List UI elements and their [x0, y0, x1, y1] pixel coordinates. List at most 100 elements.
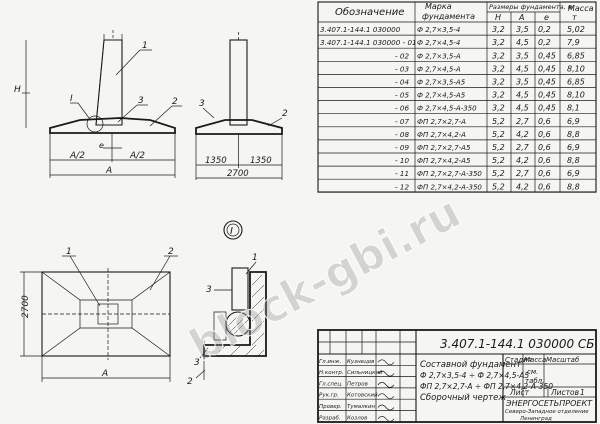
detail-circle-marker [86, 115, 104, 133]
staff-role: Провер. [319, 404, 342, 410]
dim-half-left: 1350 [205, 156, 227, 166]
cell-h: 3,2 [492, 104, 505, 113]
specification-table: Обозначение Марка фундамента Размеры фун… [317, 1, 597, 193]
cell-h: 5,2 [492, 130, 505, 139]
watermark-text: block-gbi.ru [182, 187, 469, 372]
header-h: Н [495, 13, 501, 22]
cell-designation: - 11 [395, 169, 409, 178]
staff-role: Гл.спец. [319, 381, 343, 387]
col-mass: Масса [524, 356, 546, 364]
dim-a-plan: А [101, 369, 108, 379]
staff-row: Гл.инж.Кузнецов [319, 359, 395, 366]
cell-mass: 8,10 [567, 91, 585, 100]
signature-mark [377, 359, 395, 366]
cell-mass: 6,85 [567, 51, 585, 60]
org-city: Ленинград [519, 416, 552, 422]
cell-mass: 6,85 [567, 78, 585, 87]
cell-e: 0,6 [538, 169, 551, 178]
cell-h: 3,2 [492, 38, 505, 47]
header-mass-unit: т [572, 13, 577, 22]
cell-mark: Ф 2,7×3,5-4 [417, 26, 460, 34]
cell-a: 4,5 [516, 38, 529, 47]
dim-half-right: 1350 [250, 156, 272, 166]
header-dimensions: Размеры фундамента, м [489, 3, 573, 11]
cell-mark: ФП 2,7×4,2-А5 [417, 157, 471, 165]
cell-e: 0,45 [538, 78, 556, 87]
callout-3-side: 3 [138, 96, 144, 106]
header-e: е [544, 13, 549, 22]
cell-h: 3,2 [492, 25, 505, 34]
cell-e: 0,45 [538, 51, 556, 60]
cell-designation: - 08 [395, 130, 409, 139]
dim-plan-height: 2700 [21, 295, 31, 318]
detail-column [231, 267, 249, 311]
cell-mark: Ф 2,7×4,5-А [417, 65, 461, 73]
cell-h: 3,2 [492, 78, 505, 87]
dim-a-side: А [105, 166, 112, 176]
mass-see: см. [527, 368, 538, 376]
cell-a: 4,2 [516, 182, 529, 191]
callout-3-end: 3 [199, 99, 205, 109]
staff-row: Провер.Тумалкин [319, 404, 395, 411]
cell-mass: 5,02 [567, 25, 585, 34]
staff-role: Рук.гр. [319, 393, 339, 399]
cell-mark: Ф 2,7×4,5-4 [417, 39, 460, 47]
staff-name: Козлов [347, 415, 367, 421]
mass-table: табл. [525, 377, 544, 385]
cell-designation: - 07 [395, 117, 409, 126]
callout-2-detail: 2 [187, 377, 193, 387]
staff-name: Котовский [347, 393, 378, 399]
title-block: Гл.инж.КузнецовН.контр.СильницкийГл.спец… [317, 329, 597, 423]
cell-mass: 6,9 [567, 117, 580, 126]
staff-row: Н.контр.Сильницкий [319, 370, 395, 377]
staff-name: Сильницкий [347, 370, 383, 376]
cell-designation: - 09 [395, 143, 409, 152]
detail-view: I 3 1 2 3 [187, 220, 267, 387]
staff-role: Гл.инж. [319, 359, 341, 365]
cell-mark: ФП 2,7×2,7-А-350 [417, 170, 482, 178]
base-plate-end [195, 119, 283, 135]
cell-h: 5,2 [492, 182, 505, 191]
callout-2-end: 2 [282, 109, 288, 119]
col-stage: Стадия [505, 356, 532, 364]
cell-designation: - 03 [395, 64, 409, 73]
cell-designation: - 12 [395, 182, 409, 191]
callout-1-plan: 1 [66, 247, 72, 257]
cell-designation: 3.407.1-144.1 030000 [320, 25, 401, 34]
cell-e: 0,6 [538, 143, 551, 152]
signature-mark [377, 370, 395, 377]
staff-name: Петров [347, 381, 368, 387]
cell-mark: ФП 2,7×4,2-А [417, 131, 466, 139]
cell-a: 3,5 [516, 51, 529, 60]
callout-2-plan: 2 [168, 247, 174, 257]
cell-e: 0,2 [538, 25, 551, 34]
signature-mark [377, 382, 395, 388]
callout-1-side: 1 [142, 41, 148, 51]
signature-mark [377, 393, 395, 400]
cell-a: 4,5 [516, 91, 529, 100]
column-end [229, 39, 248, 126]
cell-mark: Ф 2,7×3,5-А5 [417, 79, 466, 87]
cell-e: 0,6 [538, 182, 551, 191]
detail-ref-side: I [70, 94, 73, 104]
cell-designation: - 02 [395, 51, 409, 60]
detail-title-circle [223, 220, 243, 240]
cell-mass: 8,8 [567, 156, 580, 165]
col-scale: Масштаб [546, 356, 580, 364]
header-mark-line2: фундамента [422, 12, 475, 21]
sheet-label: Лист [509, 388, 530, 397]
sheets-label: Листов [550, 388, 579, 397]
product-name: Составной фундамент [420, 360, 522, 370]
cell-mass: 8,10 [567, 64, 585, 73]
